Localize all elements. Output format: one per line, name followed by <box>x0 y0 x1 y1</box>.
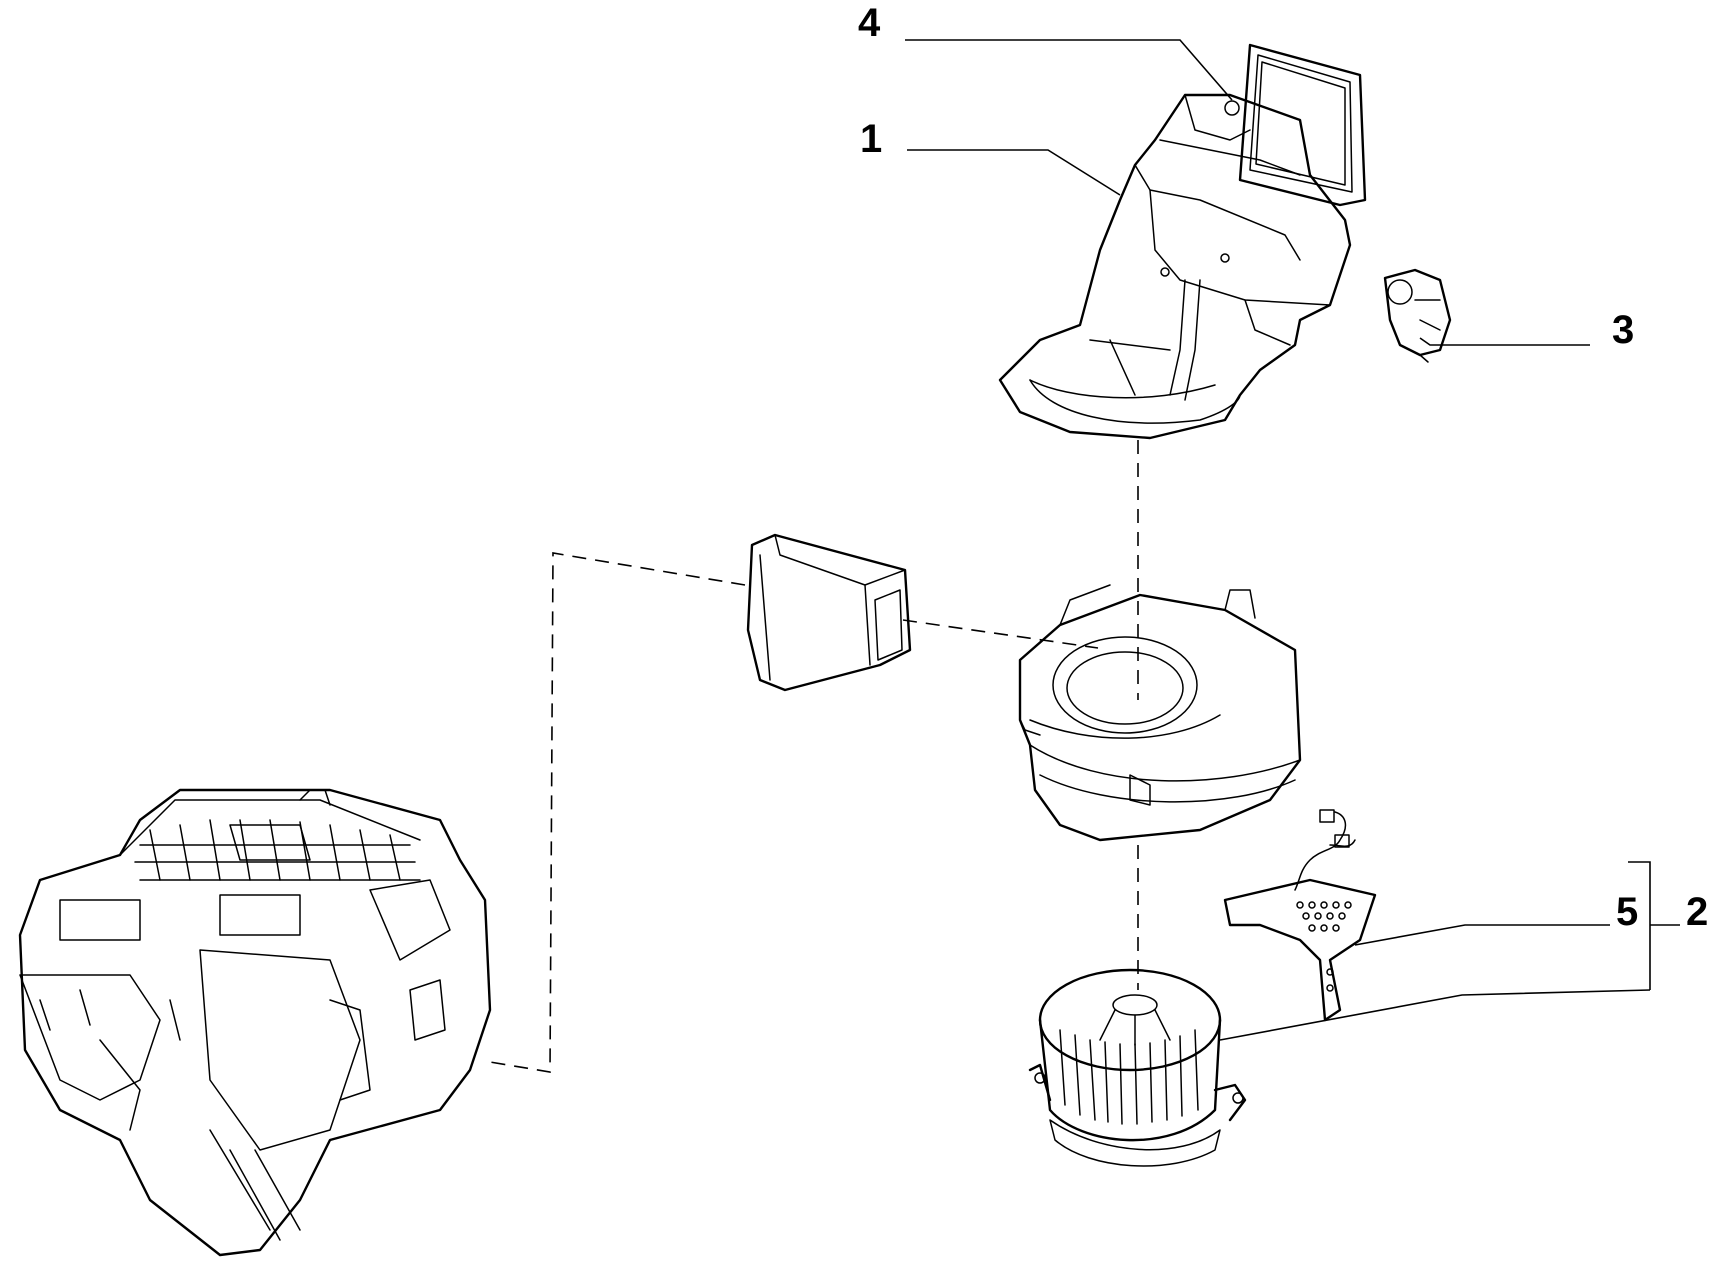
blower-motor-fan <box>1028 968 1247 1167</box>
part-1-air-intake-housing <box>998 93 1352 440</box>
callout-1: 1 <box>860 117 882 161</box>
callout-2: 2 <box>1686 890 1708 934</box>
callout-labels: 4 1 3 5 2 <box>858 1 1708 934</box>
hvac-housing-assembly <box>18 788 492 1257</box>
resistor-vents <box>1296 901 1352 992</box>
leader-3 <box>1419 337 1590 346</box>
leader-4 <box>905 39 1233 101</box>
fan-blades <box>1059 1029 1199 1125</box>
leader-2-motor <box>1219 989 1651 1041</box>
callout-4: 4 <box>858 1 881 45</box>
blower-housing <box>1018 584 1302 842</box>
leader-lines <box>905 39 1680 1041</box>
leader-5 <box>1354 924 1610 946</box>
part-5-resistor <box>1223 809 1377 1022</box>
bracket-2 <box>1628 861 1680 990</box>
duct-adapter <box>746 533 912 692</box>
callout-5: 5 <box>1616 890 1638 934</box>
part-3-actuator <box>1383 268 1452 363</box>
callout-3: 3 <box>1612 308 1634 352</box>
leader-1 <box>907 149 1121 196</box>
assembly-alignment-lines <box>489 440 1139 1073</box>
part-4-cabin-filter <box>1238 43 1367 207</box>
